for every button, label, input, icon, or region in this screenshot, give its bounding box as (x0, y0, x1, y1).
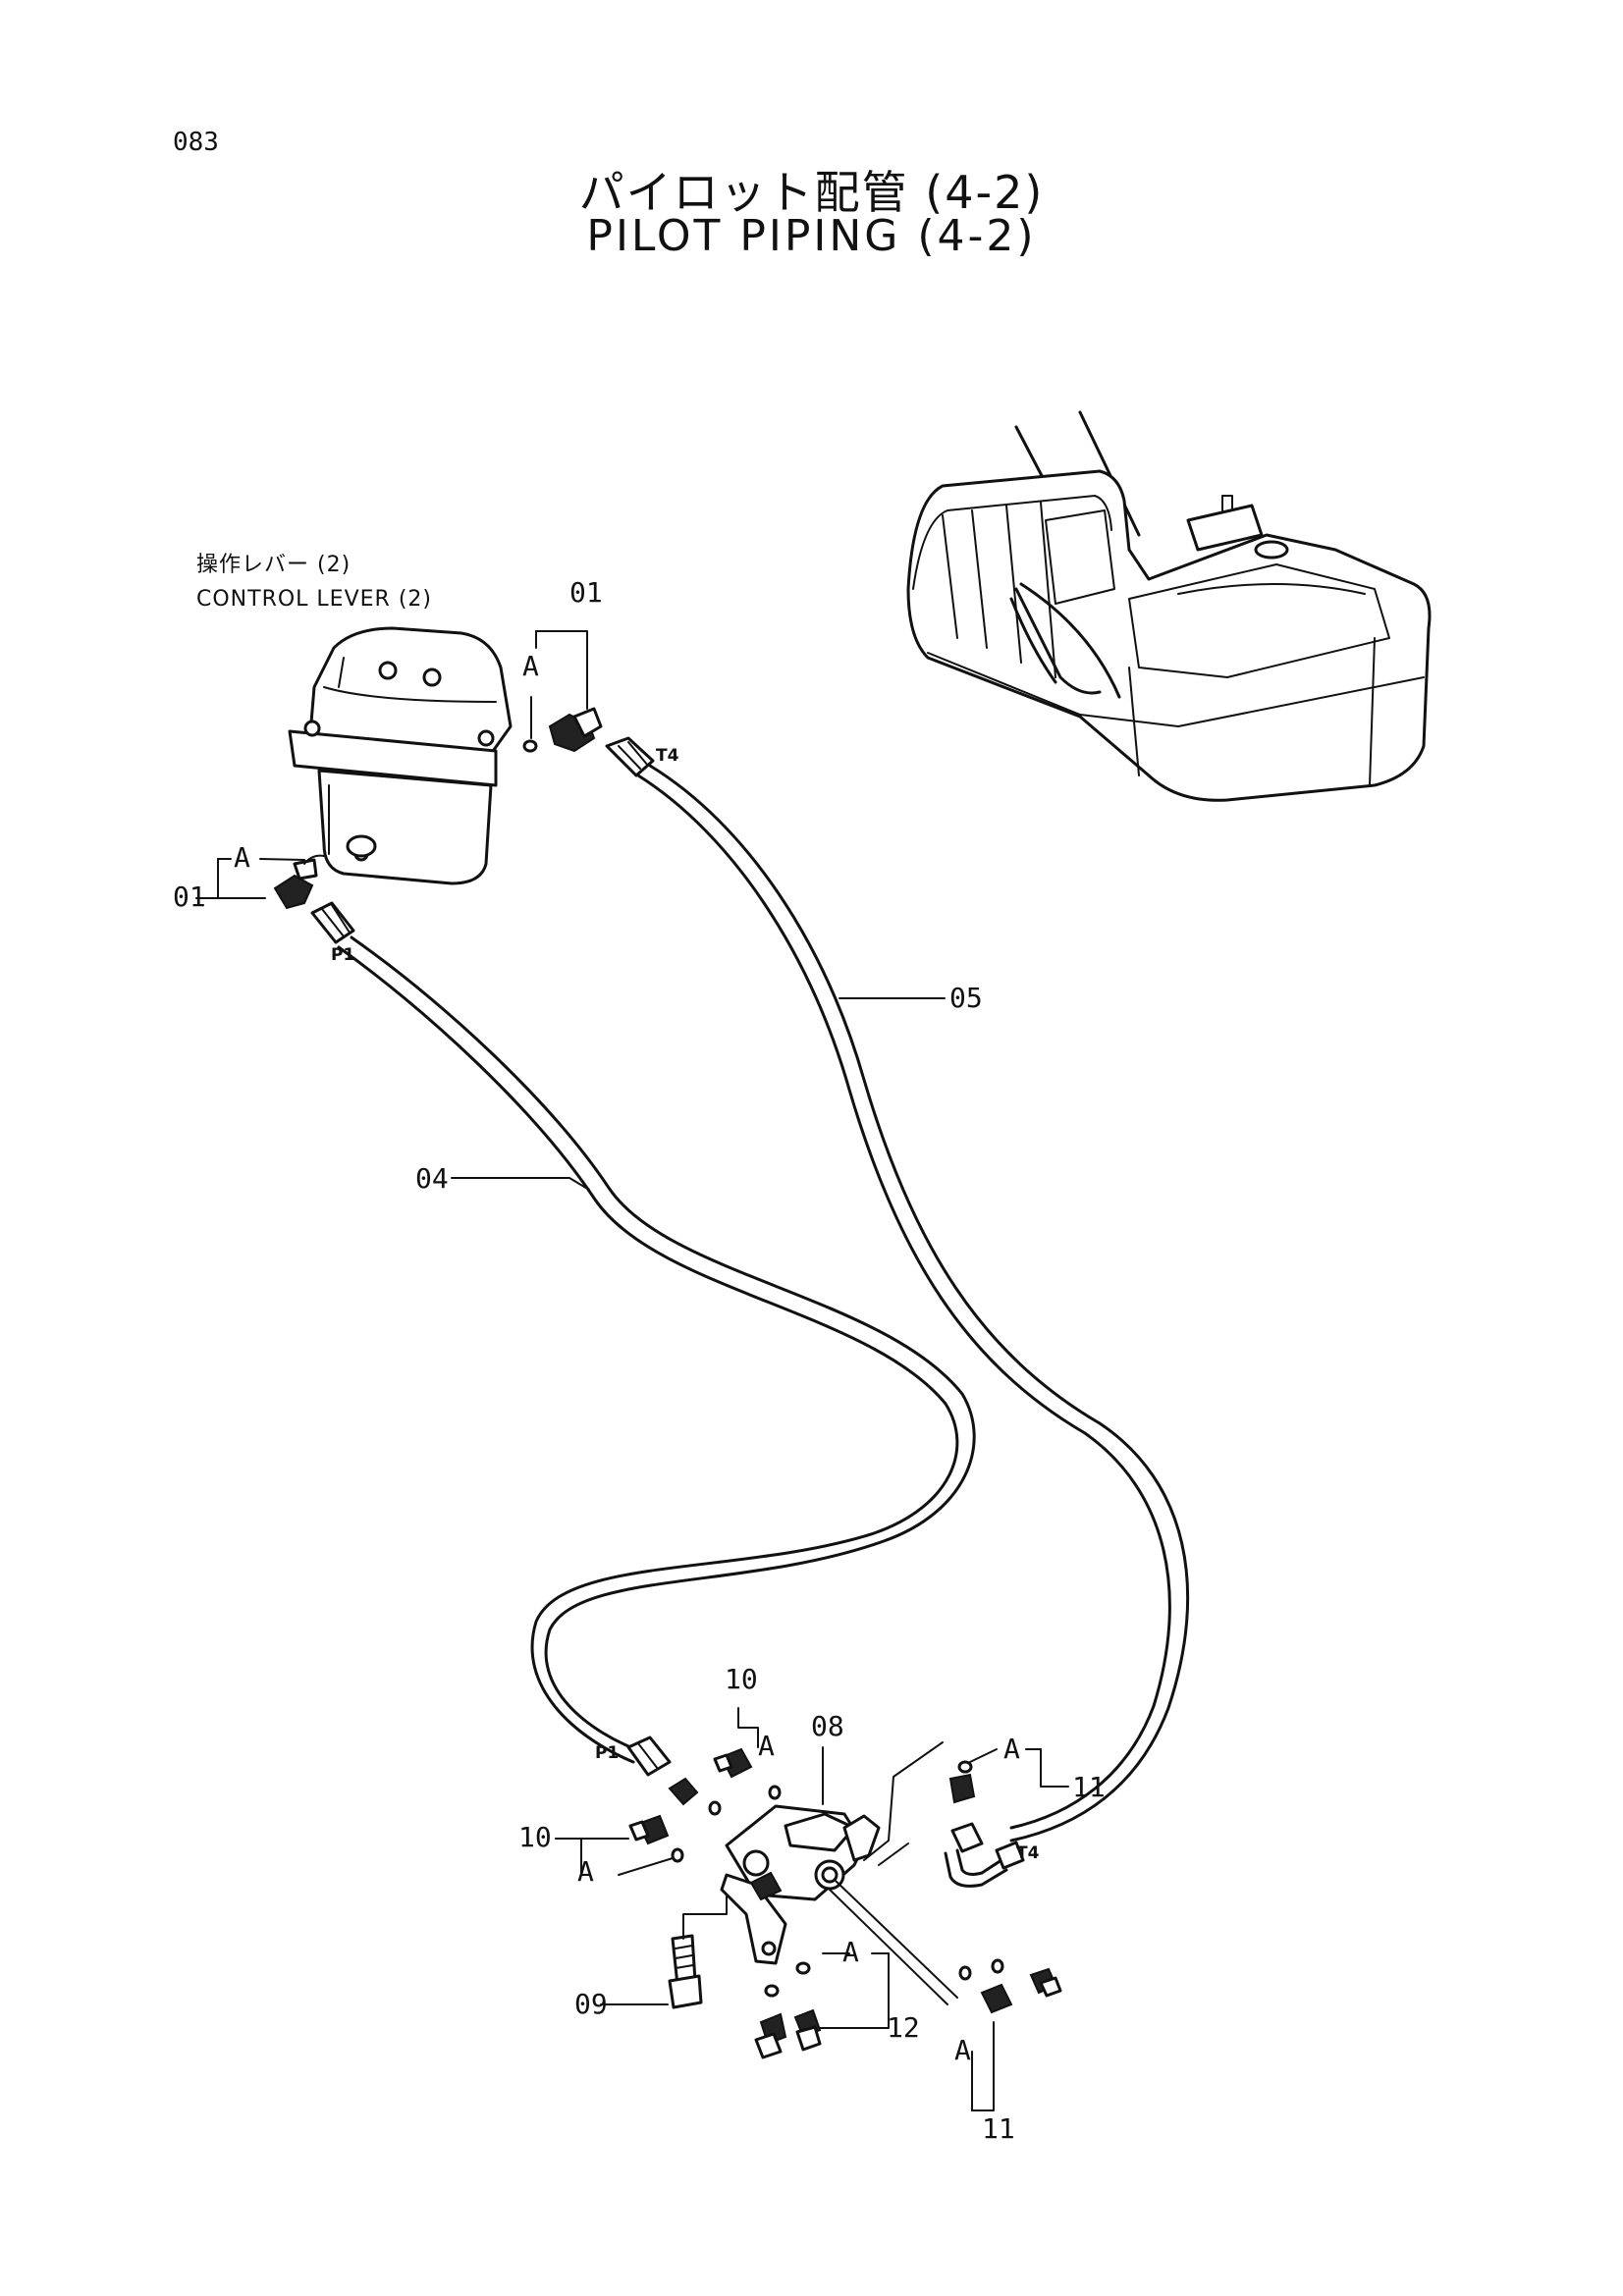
hose-05 (648, 764, 1190, 1842)
hose-end-fitting-p1-bottom (626, 1735, 672, 1777)
plug-fitting-10-top (713, 1747, 753, 1779)
port-label-t4-top: T4 (656, 746, 679, 766)
view-marker-a-valve-left: A (577, 1855, 594, 1888)
plug-fitting-10-left (628, 1814, 670, 1845)
control-lever-unit (288, 626, 513, 885)
fitting-11-bottom (980, 1967, 1062, 2014)
callout-04: 04 (415, 1162, 449, 1195)
callout-08: 08 (811, 1710, 844, 1742)
view-marker-a-left: A (234, 841, 250, 874)
hose-end-fitting-p1-top (310, 901, 355, 944)
fitting-12 (754, 2008, 822, 2059)
elbow-fitting-11-right (944, 1773, 1025, 1888)
page-title-english: PILOT PIPING (4-2) (586, 211, 1037, 261)
callout-01-left: 01 (173, 881, 206, 913)
port-label-p1-bottom: P1 (595, 1743, 620, 1763)
view-marker-a-valve-top: A (758, 1730, 775, 1762)
adapter-fitting (668, 1777, 699, 1806)
elbow-fitting-01-top (522, 707, 603, 753)
page-number: 083 (173, 128, 219, 157)
hose-end-fitting-t4 (605, 736, 655, 777)
elbow-fitting-01-left (273, 854, 325, 910)
control-lever-label-japanese: 操作レバー (2) (196, 553, 352, 577)
hose-04 (350, 935, 976, 1754)
view-marker-a-top: A (522, 650, 539, 682)
callout-11-bottom: 11 (982, 2112, 1015, 2145)
port-label-t4-bottom: T4 (1016, 1843, 1040, 1863)
port-label-p1-top: P1 (331, 945, 355, 965)
view-marker-a-bottom-right: A (954, 2034, 971, 2066)
callout-01-top: 01 (569, 576, 603, 609)
bolt-09 (668, 1934, 703, 2009)
view-marker-a-right: A (1003, 1733, 1020, 1765)
callout-10-left: 10 (518, 1821, 552, 1853)
callout-11-right: 11 (1072, 1771, 1106, 1803)
view-marker-a-bottom: A (842, 1936, 859, 1968)
callout-05: 05 (949, 982, 983, 1014)
callout-09: 09 (574, 1988, 608, 2020)
page-title-japanese: パイロット配管 (4-2) (578, 166, 1045, 219)
excavator-location-inset (906, 410, 1432, 802)
callout-12: 12 (887, 2011, 920, 2044)
callout-10-top: 10 (725, 1663, 758, 1695)
control-lever-label-english: CONTROL LEVER (2) (196, 587, 432, 612)
